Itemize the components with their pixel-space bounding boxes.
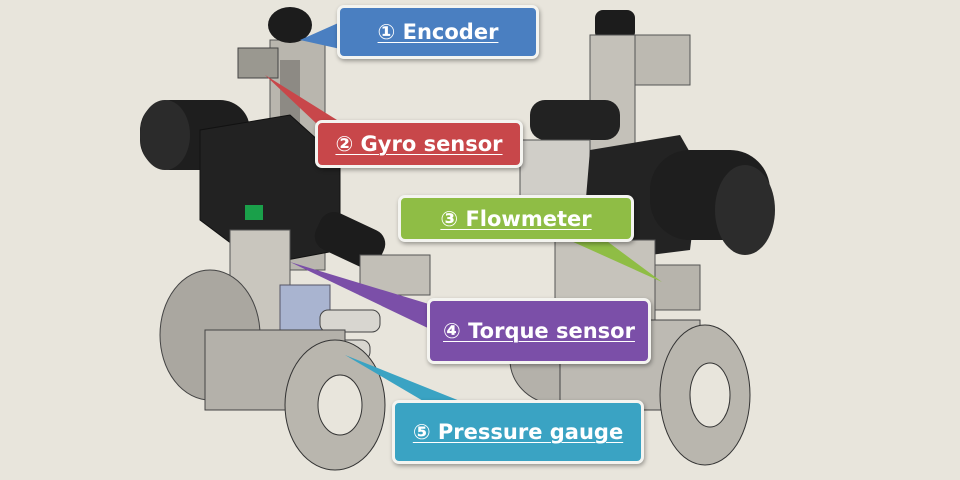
label-gyro-sensor: ② Gyro sensor xyxy=(315,120,523,168)
left-valve-assembly xyxy=(140,7,431,471)
label-text: ① Encoder xyxy=(377,20,499,44)
pressure-pointer xyxy=(345,355,470,405)
gyro-block xyxy=(237,47,279,79)
label-flowmeter: ③ Flowmeter xyxy=(398,195,634,242)
encoder-body xyxy=(268,7,312,43)
flowmeter-pointer xyxy=(560,236,662,282)
label-text: ③ Flowmeter xyxy=(440,206,592,231)
label-torque-sensor: ④ Torque sensor xyxy=(427,298,651,364)
label-text: ② Gyro sensor xyxy=(335,132,503,156)
label-text: ⑤ Pressure gauge xyxy=(412,420,624,444)
label-text: ④ Torque sensor xyxy=(443,319,635,343)
encoder-pointer xyxy=(300,20,345,50)
label-pressure-gauge: ⑤ Pressure gauge xyxy=(392,400,644,464)
torque-pointer xyxy=(290,262,432,330)
label-encoder: ① Encoder xyxy=(337,5,539,59)
gyro-pointer xyxy=(265,75,345,125)
